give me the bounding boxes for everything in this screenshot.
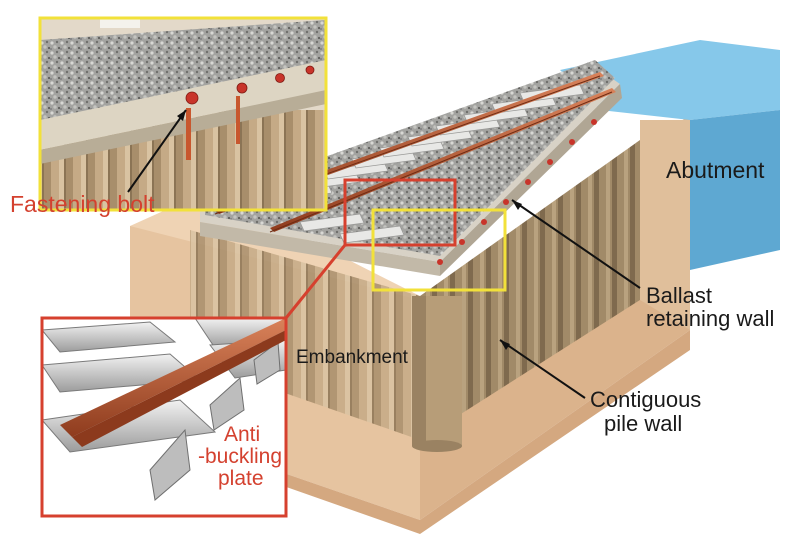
contiguous-pile-wall-right xyxy=(420,140,640,440)
abutment-face xyxy=(690,110,780,270)
abutment-label: Abutment xyxy=(666,157,765,183)
contiguous-label-line2: pile wall xyxy=(604,411,683,436)
anti-buckling-label-line1: Anti xyxy=(224,423,261,446)
fastening-bolt-focus-box xyxy=(371,208,507,292)
fastening-bolts xyxy=(437,119,597,265)
anti-buckling-inset-frame xyxy=(40,316,288,518)
anti-buckling-focus-box xyxy=(343,178,457,247)
ballast-label-line1: Ballast xyxy=(646,283,713,308)
contiguous-pile-wall-left xyxy=(190,230,420,440)
anti-buckling-label-line3: plate xyxy=(218,467,264,490)
fastening-bolt-inset-frame xyxy=(38,16,328,212)
embankment-label: Embankment xyxy=(296,347,408,368)
fastening-bolt-label: Fastening bolt xyxy=(10,191,155,217)
ballast-label-line2: retaining wall xyxy=(646,306,775,331)
ballast-leader-line xyxy=(511,199,641,289)
anti-buckling-inset-image xyxy=(42,318,286,516)
contiguous-label-line1: Contiguous xyxy=(590,387,702,412)
anti-buckling-label-line2: -buckling xyxy=(198,445,283,468)
contiguous-leader-line xyxy=(499,339,586,399)
